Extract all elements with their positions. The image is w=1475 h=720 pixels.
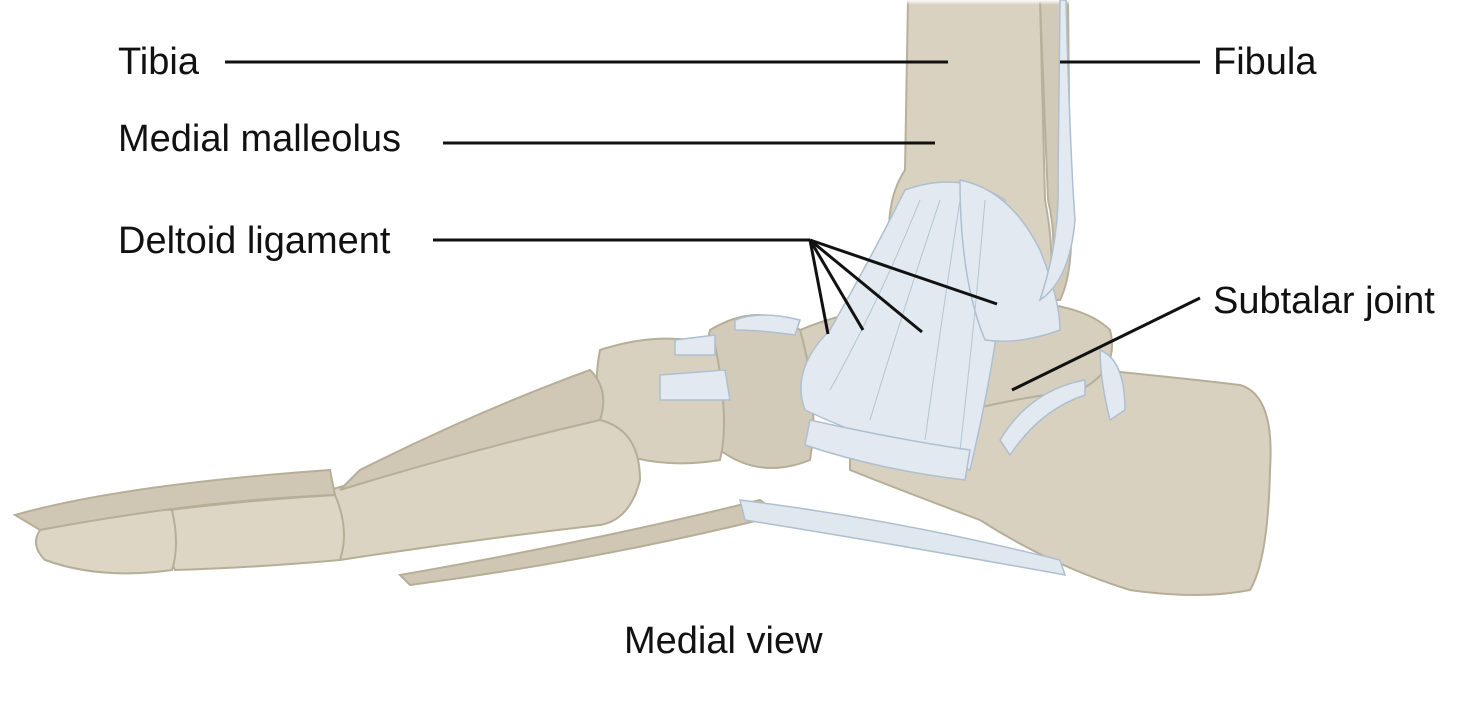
label-subtalar-joint: Subtalar joint xyxy=(1213,280,1435,322)
label-medial-malleolus: Medial malleolus xyxy=(118,118,402,160)
metatarsal-bone-lateral xyxy=(339,368,605,491)
label-deltoid-ligament: Deltoid ligament xyxy=(118,220,391,262)
subtalar-joint-leader xyxy=(1011,296,1201,392)
plantar-ligament xyxy=(739,499,1067,576)
label-tibia: Tibia xyxy=(118,41,199,83)
caption-medial-view: Medial view xyxy=(624,620,823,662)
label-fibula: Fibula xyxy=(1213,41,1317,83)
deltoid-ligament-leader xyxy=(433,238,998,335)
lesser-toes xyxy=(12,468,337,532)
